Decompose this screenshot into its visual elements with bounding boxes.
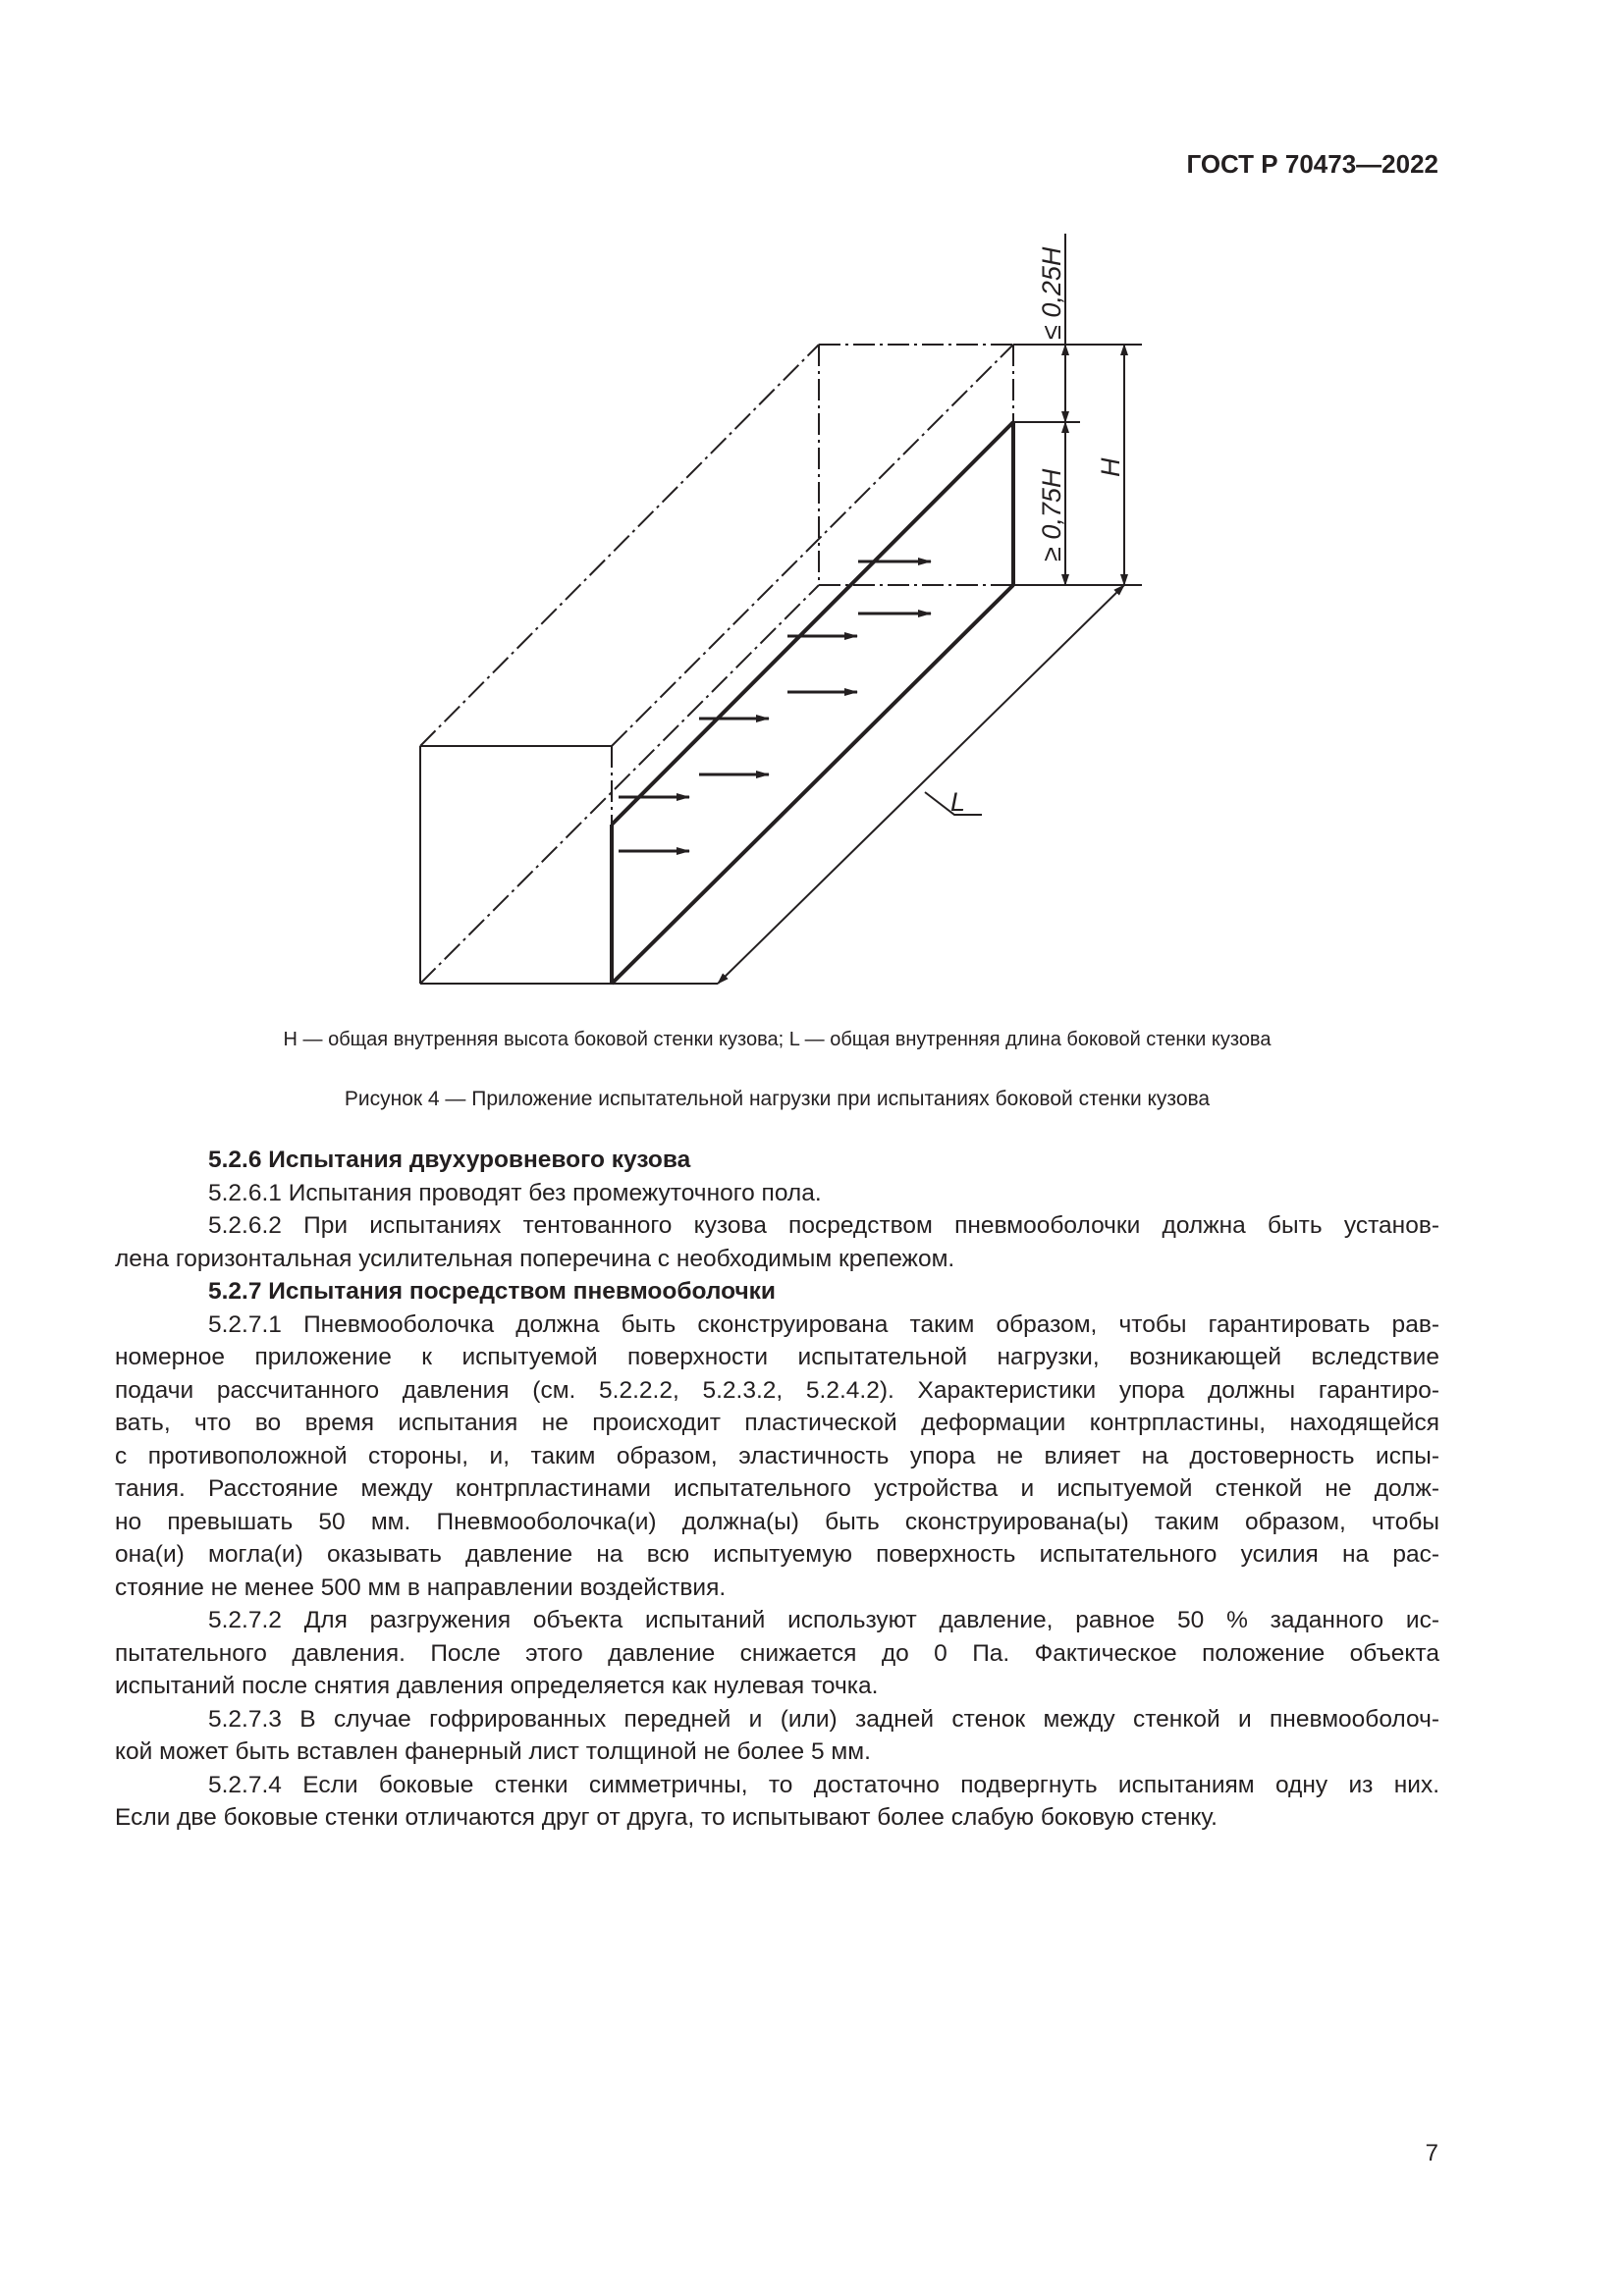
dim-label-length: L xyxy=(950,787,965,817)
paragraph-line: с противоположной стороны, и, таким обра… xyxy=(115,1442,1439,1469)
paragraph-line: 5.2.7.1 Пневмооболочка должна быть сконс… xyxy=(208,1310,1439,1338)
dimension-lines xyxy=(717,234,1128,985)
paragraph-line: вать, что во время испытания не происход… xyxy=(115,1410,1439,1436)
paragraph-line: испытаний после снятия давления определя… xyxy=(115,1673,879,1699)
document-id-header: ГОСТ Р 70473—2022 xyxy=(1186,149,1438,179)
paragraph-line: стояние не менее 500 мм в направлении во… xyxy=(115,1574,727,1601)
paragraph-line: номерное приложение к испытуемой поверхн… xyxy=(115,1344,1439,1370)
paragraph-line: 5.2.6.1 Испытания проводят без промежуто… xyxy=(208,1179,822,1206)
paragraph-line: но превышать 50 мм. Пневмооболочка(и) до… xyxy=(115,1508,1439,1535)
box-outline xyxy=(419,344,1142,985)
dim-label-height: H xyxy=(1096,457,1125,477)
figure-4-diagram: ≤ 0,25H ≥ 0,75H H L xyxy=(419,234,1142,986)
section-heading: 5.2.7 Испытания посредством пневмооболоч… xyxy=(208,1278,776,1305)
paragraph-line: тания. Расстояние между контрпластинами … xyxy=(115,1475,1439,1502)
paragraph-line: 5.2.7.2 Для разгружения объекта испытани… xyxy=(208,1607,1439,1633)
section-heading: 5.2.6 Испытания двухуровневого кузова xyxy=(208,1147,691,1173)
paragraph-line: подачи рассчитанного давления (см. 5.2.2… xyxy=(115,1376,1439,1404)
paragraph-line: кой может быть вставлен фанерный лист то… xyxy=(115,1738,871,1765)
paragraph-line: лена горизонтальная усилительная попереч… xyxy=(115,1245,955,1272)
paragraph-line: 5.2.7.3 В случае гофрированных передней … xyxy=(208,1705,1439,1733)
dim-label-upper: ≤ 0,25H xyxy=(1037,246,1066,340)
paragraph-line: она(и) могла(и) оказывать давление на вс… xyxy=(115,1541,1439,1568)
paragraph-line: 5.2.6.2 При испытаниях тентованного кузо… xyxy=(208,1212,1439,1239)
figure-legend: H — общая внутренняя высота боковой стен… xyxy=(283,1029,1272,1050)
load-arrows xyxy=(619,558,932,855)
page-number: 7 xyxy=(1425,2140,1438,2166)
paragraph-line: Если две боковые стенки отличаются друг … xyxy=(115,1804,1218,1831)
paragraph-line: 5.2.7.4 Если боковые стенки симметричны,… xyxy=(208,1771,1439,1798)
body-text: 5.2.6 Испытания двухуровневого кузова 5.2… xyxy=(115,1144,1439,1835)
figure-caption: Рисунок 4 — Приложение испытательной наг… xyxy=(344,1088,1211,1110)
tested-side-wall xyxy=(610,420,1015,986)
paragraph-line: пытательного давления. После этого давле… xyxy=(115,1639,1439,1667)
dim-label-lower: ≥ 0,75H xyxy=(1037,468,1066,561)
